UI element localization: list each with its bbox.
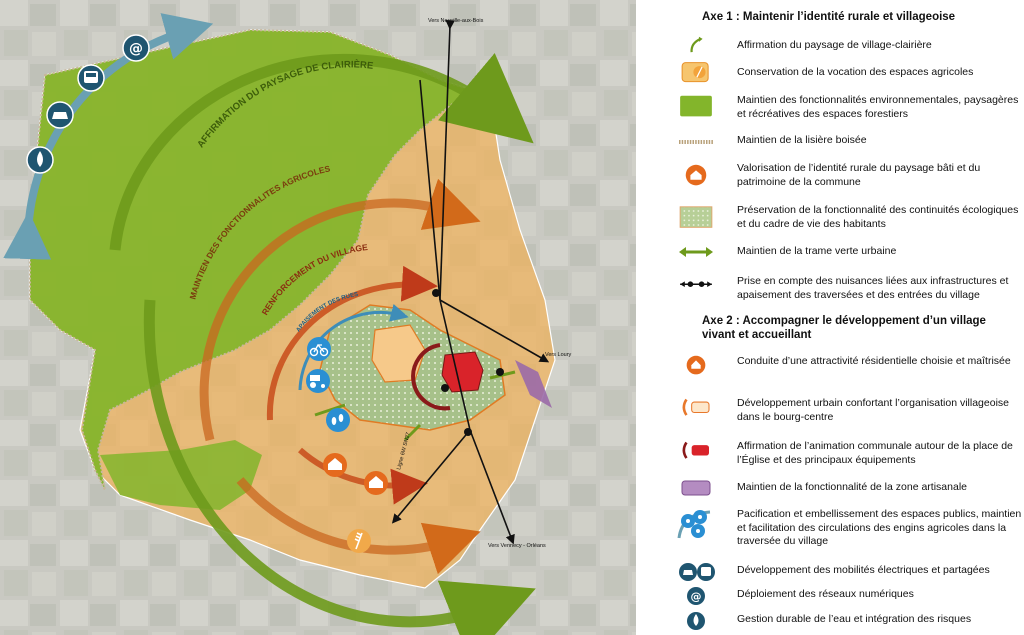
agricultural-zone-wheat-icon [681, 62, 709, 83]
tractor-icon [306, 369, 330, 393]
legend-item: Conduite d’une attractivité résidentiell… [640, 352, 1024, 382]
road-east-label: Vers Loury [545, 352, 572, 358]
axe2-title: Axe 2 : Accompagner le développement d’u… [702, 315, 986, 341]
legend-item: Maintien des fonctionnalités environneme… [640, 91, 1024, 123]
heritage-building-icon [323, 453, 347, 477]
legend-item: Développement urbain confortant l’organi… [640, 394, 1024, 426]
arc-agricoles [199, 178, 481, 442]
artisanal-zone [515, 360, 552, 408]
legend-item: @ Déploiement des réseaux numériques [640, 585, 1024, 607]
road-north-label: Vers Neuville-aux-Bois [428, 18, 484, 24]
legend-item: Maintien de la trame verte urbaine [640, 243, 1024, 261]
agricultural-zone-wheat-icon [347, 529, 371, 553]
legend-text: Déploiement des réseaux numériques [737, 588, 914, 600]
infrastructure-nuisance-line [680, 281, 712, 287]
bicycle-icon [307, 337, 331, 361]
water-drop-icon [687, 612, 705, 630]
forest-area-swatch [680, 95, 712, 117]
legend-item: Prise en compte des nuisances liées aux … [640, 273, 1024, 305]
road-network [391, 20, 550, 545]
road-south-label: Vers Vennecy - Orléans [488, 543, 546, 549]
arc-rues [298, 304, 409, 391]
legend-item: Pacification et embellissement des espac… [640, 508, 1024, 552]
urban-development-outline [682, 398, 710, 416]
legend-text: Développement urbain confortant l’organi… [737, 397, 1010, 423]
residential-attractivity-icon [686, 355, 706, 375]
digital-network-icon: @ [687, 587, 705, 605]
legend-text: Maintien de la trame verte urbaine [737, 245, 897, 257]
church-square-icon [682, 441, 709, 459]
electric-mobility-icons [679, 563, 715, 581]
electric-bus-icon [77, 64, 105, 92]
pedestrian-icon [326, 408, 350, 432]
road-nodes [432, 289, 504, 436]
legend-item: Préservation de la fonctionnalité des co… [640, 202, 1024, 234]
heritage-building-icon [685, 164, 707, 186]
legend-text: Maintien de la lisière boisée [737, 134, 867, 146]
strategy-map: AFFIRMATION DU PAYSAGE DE CLAIRIÈRE MAIN… [0, 0, 636, 635]
legend-item: Maintien de la lisière boisée [640, 132, 1024, 150]
legend-item: Développement des mobilités électriques … [640, 561, 1024, 583]
legend-text: Maintien des fonctionnalités environneme… [737, 94, 1019, 120]
legend-item: Affirmation du paysage de village-clairi… [640, 36, 1024, 58]
services-arc [3, 13, 214, 260]
legend-text: Préservation de la fonctionnalité des co… [737, 204, 1019, 230]
digital-network-icon: @ [122, 34, 150, 62]
svg-text:@: @ [129, 41, 143, 57]
legend-text: Développement des mobilités électriques … [737, 564, 990, 576]
legend-text: Prise en compte des nuisances liées aux … [737, 275, 1009, 301]
legend-text: Pacification et embellissement des espac… [737, 508, 1022, 547]
green-double-arrow [679, 247, 713, 257]
water-drop-icon [26, 146, 54, 174]
legend-text: Gestion durable de l’eau et intégration … [737, 613, 972, 625]
legend-text: Conduite d’une attractivité résidentiell… [737, 355, 1011, 367]
green-curved-arrow [690, 36, 703, 53]
legend-text: Conservation de la vocation des espaces … [737, 66, 974, 78]
legend-item: Valorisation de l’identité rurale du pay… [640, 160, 1024, 192]
wooded-edge-line [679, 140, 713, 144]
arc-agricoles-lower [236, 477, 481, 575]
ecological-continuity-swatch [679, 206, 713, 228]
heritage-building-icon-2 [364, 471, 388, 495]
church-square [441, 351, 484, 393]
legend: Axe 1 : Maintenir l’identité rurale et v… [640, 0, 1024, 635]
legend-item: Maintien de la fonctionnalité de la zone… [640, 478, 1024, 498]
legend-text: Maintien de la fonctionnalité de la zone… [737, 481, 967, 493]
legend-text: Affirmation du paysage de village-clairi… [737, 39, 932, 51]
axe1-title: Axe 1 : Maintenir l’identité rurale et v… [702, 11, 956, 23]
svg-text:@: @ [691, 590, 702, 603]
legend-text: Valorisation de l’identité rurale du pay… [737, 162, 981, 188]
church-square-arc [411, 343, 451, 411]
legend-item: Gestion durable de l’eau et intégration … [640, 610, 1024, 632]
arc-village [266, 265, 438, 421]
legend-text: Affirmation de l’animation communale aut… [737, 440, 1013, 466]
arc-paysage-lower [143, 299, 536, 635]
artisanal-zone-swatch [681, 480, 711, 496]
legend-item: Affirmation de l’animation communale aut… [640, 437, 1024, 469]
public-spaces-mobility-icons [677, 510, 711, 539]
legend-item: Conservation de la vocation des espaces … [640, 60, 1024, 86]
electric-car-icon [46, 101, 74, 129]
arc-village-lower [298, 447, 428, 505]
